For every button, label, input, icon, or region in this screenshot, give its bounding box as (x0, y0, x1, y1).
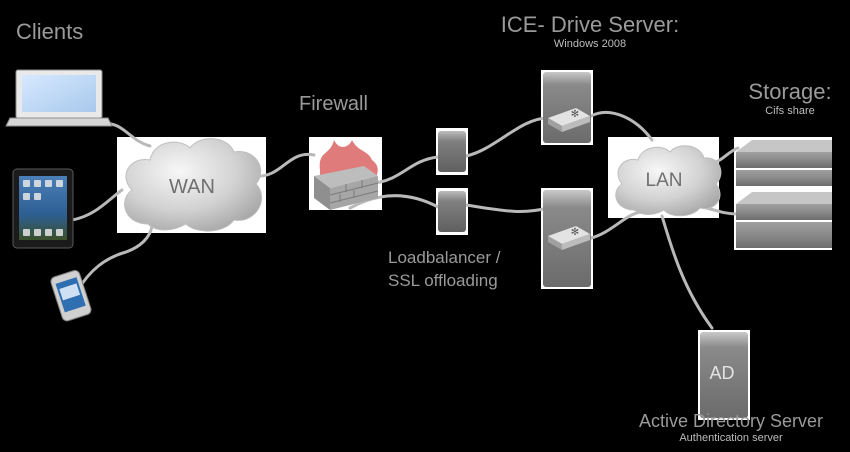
clients-label: Clients (16, 19, 84, 44)
cable-lb1-ice1 (464, 116, 550, 158)
firewall-label: Firewall (299, 93, 368, 115)
cable-phone-wan (76, 224, 154, 292)
loadbalancer-label-line1: Loadbalancer / (388, 248, 501, 267)
storage-2-icon (736, 192, 832, 248)
loadbalancer-label-line2: SSL offloading (388, 271, 498, 290)
cable-tablet-wan (70, 188, 124, 222)
ice-server-1-icon: ✻ (543, 72, 591, 143)
laptop-icon (5, 69, 113, 127)
cable-lb2-ice2 (464, 203, 550, 213)
active-directory-subtitle: Authentication server (679, 432, 783, 444)
active-directory-title: Active Directory Server (638, 411, 824, 431)
loadbalancer-label: Loadbalancer / SSL offloading (388, 246, 500, 292)
cable-lan-ad (660, 214, 714, 330)
ad-box-label: AD (709, 363, 734, 383)
cable-lan-storage1 (714, 146, 740, 164)
storage-subtitle: Cifs share (765, 105, 815, 117)
svg-text:✻: ✻ (571, 227, 579, 238)
wan-label: WAN (169, 176, 215, 198)
phone-icon (50, 269, 92, 322)
lan-cloud-icon (615, 145, 722, 217)
ad-server-icon (700, 332, 748, 418)
tablet-icon (12, 168, 74, 249)
ice-drive-server-subtitle: Windows 2008 (553, 38, 627, 50)
storage-heading: Storage: Cifs share (735, 79, 845, 117)
cable-wan-firewall (254, 152, 316, 178)
ice-drive-server-title: ICE- Drive Server: (500, 12, 680, 37)
wan-cloud-icon (124, 138, 262, 232)
active-directory-heading: Active Directory Server Authentication s… (630, 411, 832, 444)
loadbalancer-1-icon (438, 131, 466, 172)
lan-label: LAN (646, 170, 683, 191)
storage-title: Storage: (748, 79, 832, 104)
cable-firewall-lb1 (372, 155, 440, 185)
ice-server-2-icon: ✻ (543, 190, 591, 287)
ice-drive-server-heading: ICE- Drive Server: Windows 2008 (480, 12, 700, 50)
firewall-icon (314, 140, 379, 210)
cable-firewall-lb2 (348, 194, 440, 210)
storage-1-icon (736, 140, 832, 186)
svg-text:✻: ✻ (571, 109, 579, 120)
cable-ice1-lan (589, 110, 654, 142)
loadbalancer-2-icon (438, 191, 466, 232)
